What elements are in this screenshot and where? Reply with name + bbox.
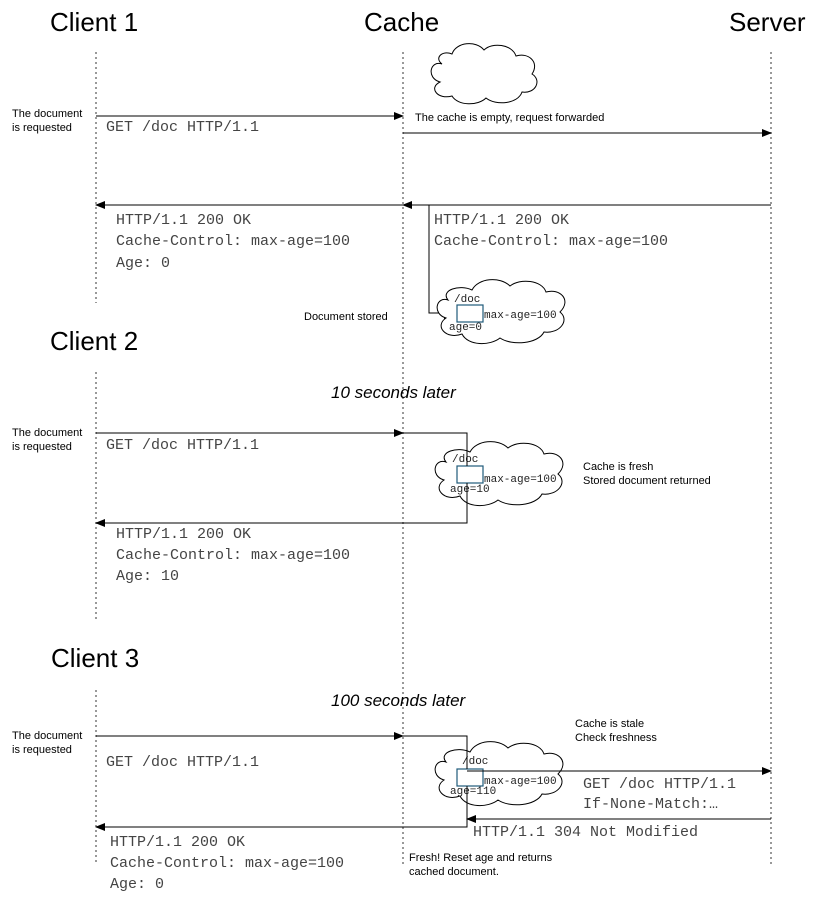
fresh-note-line2: Stored document returned bbox=[583, 475, 711, 487]
c2-response-cc: Cache-Control: max-age=100 bbox=[116, 547, 350, 564]
c3-response-status: HTTP/1.1 200 OK bbox=[110, 834, 245, 851]
c3-response-age: Age: 0 bbox=[110, 876, 164, 893]
c2-request-text: GET /doc HTTP/1.1 bbox=[106, 437, 259, 454]
cloud1-age: age=0 bbox=[449, 322, 482, 334]
revalidate-inm-text: If-None-Match:… bbox=[583, 796, 718, 813]
c2-response-age: Age: 10 bbox=[116, 568, 179, 585]
c3-note-line2: is requested bbox=[12, 744, 72, 756]
stale-doc-cloud: /doc max-age=100 age=110 bbox=[434, 741, 564, 806]
c3-request-text: GET /doc HTTP/1.1 bbox=[106, 754, 259, 771]
fresh-doc-box bbox=[456, 465, 484, 484]
c3-cache-lookup-line bbox=[403, 735, 468, 769]
empty-cache-cloud bbox=[430, 43, 538, 105]
cloud2-age: age=10 bbox=[450, 484, 490, 496]
client3-header: Client 3 bbox=[51, 643, 139, 673]
cloud1-doc-label: /doc bbox=[454, 294, 480, 306]
cloud3-doc-label: /doc bbox=[462, 756, 488, 768]
c2-response-status: HTTP/1.1 200 OK bbox=[116, 526, 251, 543]
delay-10s: 10 seconds later bbox=[331, 383, 457, 402]
cache-empty-note: The cache is empty, request forwarded bbox=[415, 112, 604, 124]
cloud3-age: age=110 bbox=[450, 786, 496, 798]
cache-header: Cache bbox=[364, 7, 439, 37]
client1-header: Client 1 bbox=[50, 7, 138, 37]
c3-response-cc: Cache-Control: max-age=100 bbox=[110, 855, 344, 872]
revalidate-get-text: GET /doc HTTP/1.1 bbox=[583, 776, 736, 793]
server-response-cc: Cache-Control: max-age=100 bbox=[434, 233, 668, 250]
server-header: Server bbox=[729, 7, 806, 37]
c1-response-cc: Cache-Control: max-age=100 bbox=[116, 233, 350, 250]
c3-note-line1: The document bbox=[12, 730, 82, 742]
stored-doc-box bbox=[456, 304, 484, 323]
fresh-doc-cloud: /doc max-age=100 age=10 bbox=[434, 441, 564, 506]
client2-header: Client 2 bbox=[50, 326, 138, 356]
c2-cache-lookup-line bbox=[403, 432, 468, 466]
c3-response-arrow bbox=[95, 786, 468, 831]
reset-note-line2: cached document. bbox=[409, 866, 499, 878]
stale-note-line1: Cache is stale bbox=[575, 718, 644, 730]
not-modified-text: HTTP/1.1 304 Not Modified bbox=[473, 824, 698, 841]
reset-note-line1: Fresh! Reset age and returns bbox=[409, 852, 553, 864]
cloud1-max-age: max-age=100 bbox=[484, 310, 557, 322]
c2-note-line2: is requested bbox=[12, 441, 72, 453]
stale-note-line2: Check freshness bbox=[575, 732, 657, 744]
c1-response-age: Age: 0 bbox=[116, 255, 170, 272]
stale-doc-box bbox=[456, 768, 484, 787]
c2-response-arrow bbox=[95, 483, 468, 527]
doc-stored-note: Document stored bbox=[304, 311, 388, 323]
c1-note-line2: is requested bbox=[12, 122, 72, 134]
cloud2-max-age: max-age=100 bbox=[484, 474, 557, 486]
cloud2-doc-label: /doc bbox=[452, 454, 478, 466]
stored-doc-cloud: /doc max-age=100 age=0 bbox=[436, 279, 566, 344]
c1-note-line1: The document bbox=[12, 108, 82, 120]
c2-note-line1: The document bbox=[12, 427, 82, 439]
c1-response-status: HTTP/1.1 200 OK bbox=[116, 212, 251, 229]
cloud3-max-age: max-age=100 bbox=[484, 776, 557, 788]
c1-request-text: GET /doc HTTP/1.1 bbox=[106, 119, 259, 136]
delay-100s: 100 seconds later bbox=[331, 691, 467, 710]
fresh-note-line1: Cache is fresh bbox=[583, 461, 653, 473]
server-response-status: HTTP/1.1 200 OK bbox=[434, 212, 569, 229]
